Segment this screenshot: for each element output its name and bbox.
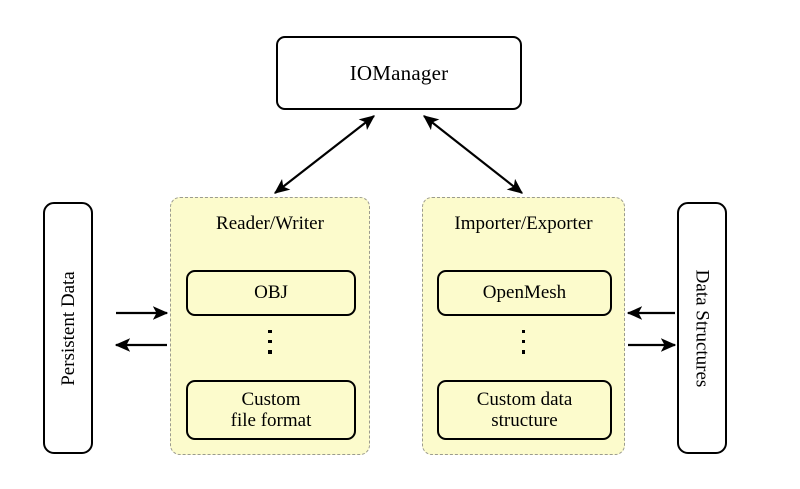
group-reader-writer-title: Reader/Writer — [216, 213, 324, 234]
node-data-structures[interactable]: Data Structures — [677, 202, 727, 454]
importer-exporter-ellipsis — [423, 330, 624, 354]
persistent-data-label: Persistent Data — [57, 270, 79, 386]
node-persistent-data[interactable]: Persistent Data — [43, 202, 93, 454]
connector-manager-importer-exporter — [423, 115, 523, 194]
ellipsis-dot — [268, 340, 272, 344]
custom-data-structure-line-2: structure — [491, 410, 558, 431]
data-structures-label: Data Structures — [691, 269, 713, 387]
custom-data-structure-label: Custom data structure — [477, 389, 573, 432]
openmesh-label: OpenMesh — [482, 282, 567, 304]
custom-file-format-label: Custom file format — [231, 389, 312, 432]
reader-writer-ellipsis — [171, 330, 369, 354]
node-custom-data-structure[interactable]: Custom data structure — [437, 380, 612, 440]
ellipsis-dot — [268, 350, 272, 354]
ellipsis-dot — [521, 330, 526, 334]
ellipsis-dot — [268, 330, 272, 334]
custom-file-format-line-1: Custom — [241, 388, 301, 410]
node-obj[interactable]: OBJ — [186, 270, 356, 316]
obj-label: OBJ — [254, 282, 288, 304]
ellipsis-dot — [521, 340, 526, 344]
custom-data-structure-line-1: Custom data — [476, 388, 573, 410]
ellipsis-dot — [521, 350, 526, 354]
node-openmesh[interactable]: OpenMesh — [437, 270, 612, 316]
group-reader-writer: Reader/Writer OBJ Custom file format — [170, 197, 370, 455]
node-custom-file-format[interactable]: Custom file format — [186, 380, 356, 440]
connector-manager-reader-writer — [274, 115, 375, 194]
node-iomanager[interactable]: IOManager — [276, 36, 522, 110]
group-importer-exporter-title: Importer/Exporter — [454, 213, 593, 234]
iomanager-label: IOManager — [349, 60, 449, 85]
group-importer-exporter: Importer/Exporter OpenMesh Custom data s… — [422, 197, 625, 455]
custom-file-format-line-2: file format — [230, 410, 312, 431]
